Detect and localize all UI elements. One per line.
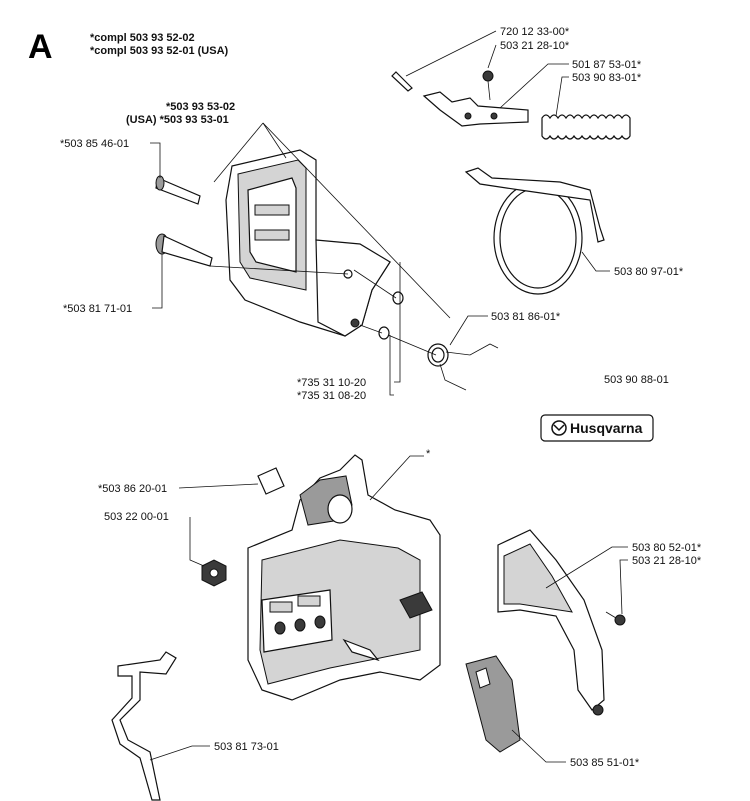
- brake-lever-501-87-53-01: [422, 91, 529, 127]
- chain-brake-cover: [225, 149, 391, 337]
- label-503-80-52-01: 503 80 52-01*: [632, 542, 702, 554]
- husqvarna-crown-icon: [551, 420, 567, 436]
- label-503-22-00-01: 503 22 00-01: [104, 511, 169, 523]
- leader-lines: [149, 30, 628, 763]
- label-501-87-53-01: 501 87 53-01*: [572, 59, 642, 71]
- label-503-81-71-01: *503 81 71-01: [63, 303, 132, 315]
- plate-503-85-51-01: [465, 655, 521, 753]
- husqvarna-logo-text: Husqvarna: [570, 420, 643, 436]
- section-letter: A: [28, 28, 53, 66]
- clip-503-86-20-01: [257, 467, 285, 495]
- brake-pin-720-12-33-00: [391, 71, 413, 92]
- screw-503-21-28-10-right: [605, 611, 626, 626]
- header-line-2: *compl 503 93 52-01 (USA): [90, 45, 229, 57]
- label-503-90-88-01: 503 90 88-01: [604, 374, 669, 386]
- label-503-85-46-01: *503 85 46-01: [60, 138, 129, 150]
- pin-503-85-46-01: [155, 175, 201, 205]
- label-cover-b: (USA) *503 93 53-01: [126, 114, 229, 126]
- clutch-cover-housing: [247, 454, 441, 701]
- bracket-503-81-73-01: [111, 651, 177, 801]
- label-503-21-28-10-right: 503 21 28-10*: [632, 555, 702, 567]
- label-503-80-97-01: 503 80 97-01*: [614, 266, 684, 278]
- washers: [378, 291, 404, 340]
- nut-503-22-00-01: [201, 559, 227, 587]
- label-735-31-08-20: *735 31 08-20: [297, 390, 366, 402]
- label-503-81-73-01: 503 81 73-01: [214, 741, 279, 753]
- label-503-90-83-01: 503 90 83-01*: [572, 72, 642, 84]
- torsion-spring: [427, 343, 499, 391]
- bolt-503-81-71-01: [155, 233, 213, 267]
- label-cover-a: *503 93 53-02: [166, 101, 235, 113]
- label-503-21-28-10-top: 503 21 28-10*: [500, 40, 570, 52]
- label-735-31-10-20: *735 31 10-20: [297, 377, 366, 389]
- label-503-85-51-01: 503 85 51-01*: [570, 757, 640, 769]
- screw-503-21-28-10: [482, 70, 494, 101]
- chain-guard-503-80-52-01: [497, 529, 605, 716]
- husqvarna-decal-503-90-88-01: Husqvarna: [540, 414, 654, 442]
- header-line-1: *compl 503 93 52-02: [90, 32, 195, 44]
- label-503-86-20-01: *503 86 20-01: [98, 483, 167, 495]
- label-720-12-33-00: 720 12 33-00*: [500, 26, 570, 38]
- spring-503-90-83-01: [541, 114, 631, 140]
- label-asterisk: *: [426, 448, 431, 460]
- brake-band-503-80-97-01: [464, 167, 605, 295]
- label-503-81-86-01: 503 81 86-01*: [491, 311, 561, 323]
